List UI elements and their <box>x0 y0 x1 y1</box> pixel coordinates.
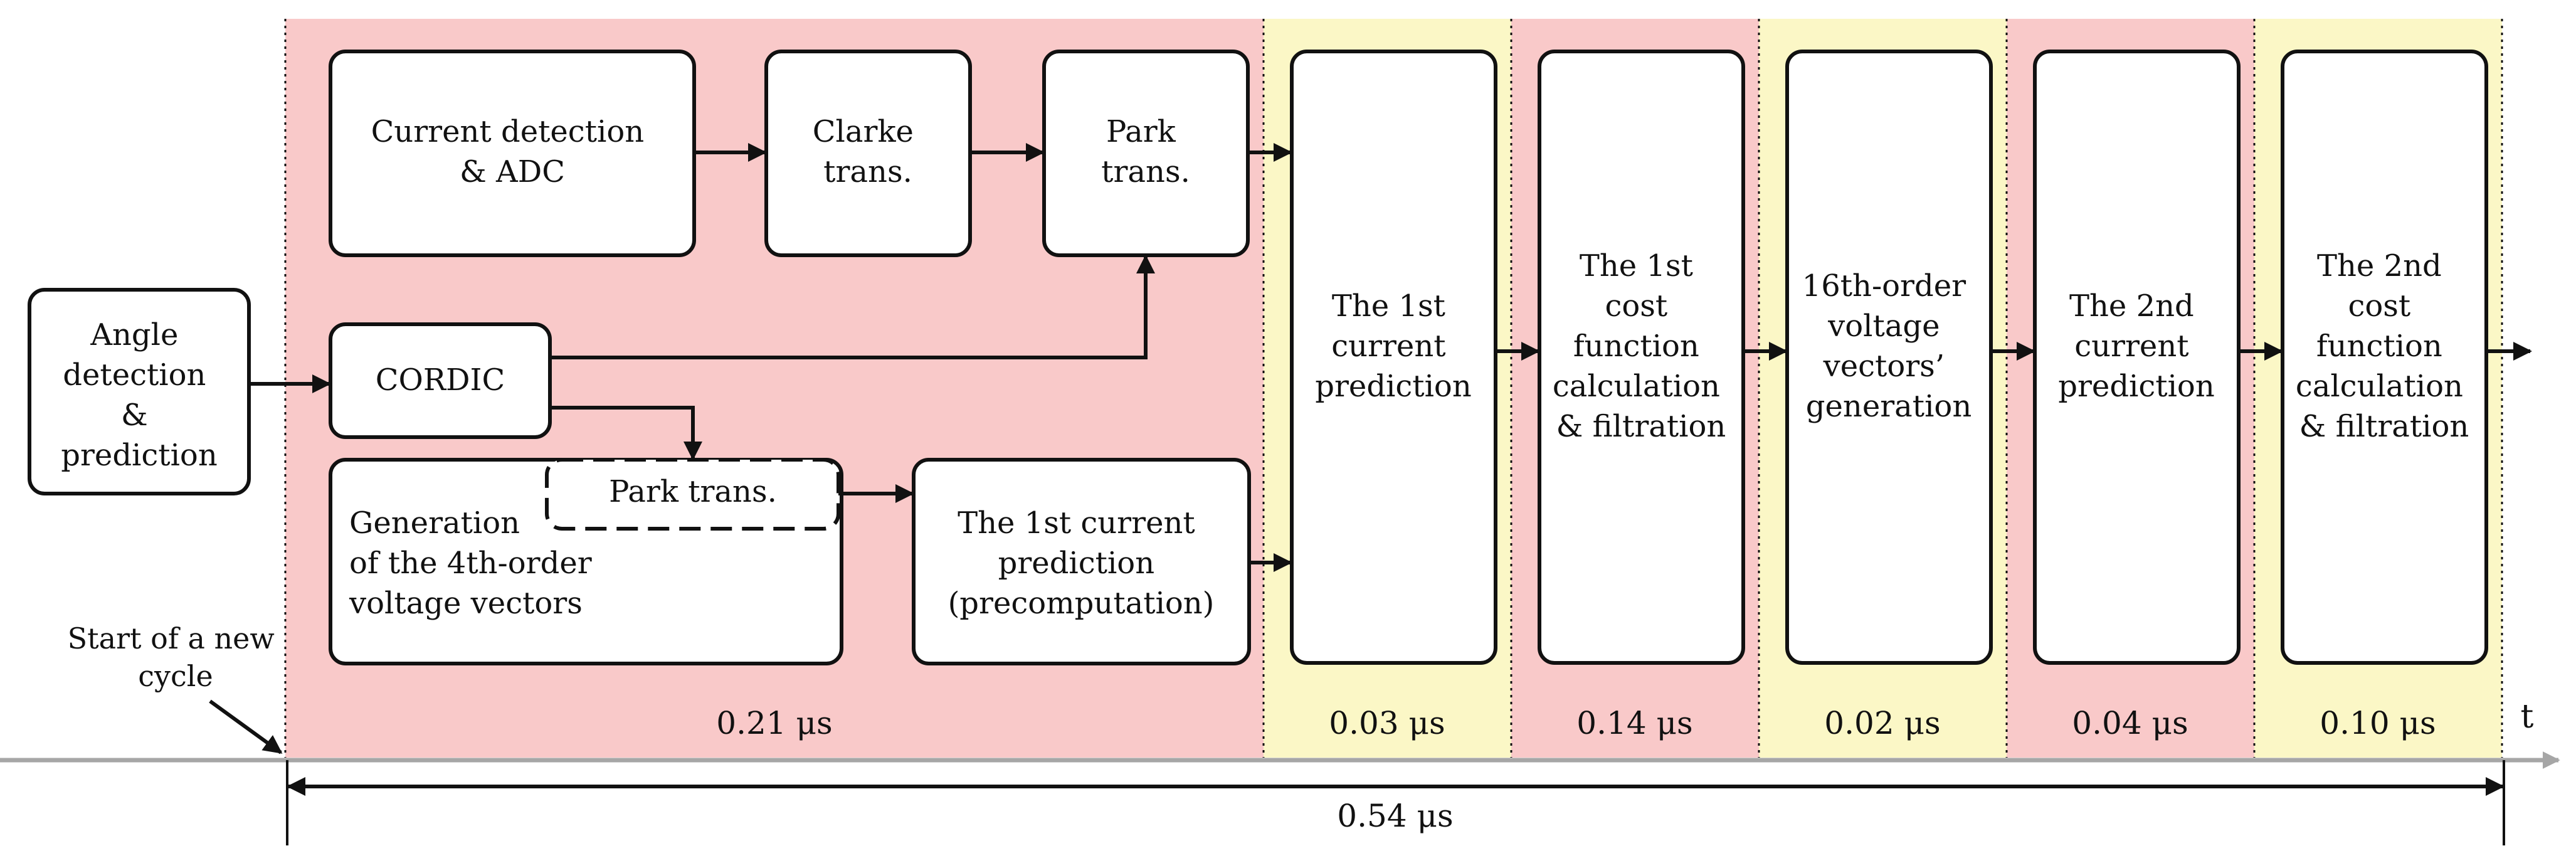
phase-separators <box>284 19 2503 758</box>
angle-detection-label: Angle detection & prediction <box>61 317 218 473</box>
duration-label-4: 0.02 μs <box>1824 705 1940 741</box>
current-detection-label: Current detection & ADC <box>371 114 654 189</box>
second-cost-function-label: The 2nd cost function calculation & filt… <box>2296 248 2473 444</box>
duration-label-2: 0.03 μs <box>1329 705 1445 741</box>
first-current-prediction-label: The 1st current prediction <box>1315 288 1472 404</box>
clarke-transform-block <box>764 50 972 257</box>
clarke-transform-label: Clarke trans. <box>813 114 923 189</box>
cordic-label: CORDIC <box>376 363 505 398</box>
park-transform-block <box>1042 50 1250 257</box>
sixteenth-order-vectors-label: 16th-order voltage vectors’ generation <box>1802 268 1976 424</box>
angle-detection-block <box>28 288 251 495</box>
voltage-vector-generation-label: Generation of the 4th-order voltage vect… <box>349 505 601 621</box>
second-current-prediction-label: The 2nd current prediction <box>2058 288 2215 404</box>
first-current-prediction-block <box>1290 50 1497 665</box>
cycle-start-pointer <box>209 699 283 754</box>
first-cost-function-label: The 1st cost function calculation & filt… <box>1553 248 1729 444</box>
arrow-cordic-to-dashed-park <box>550 406 702 460</box>
park-transform-label: Park trans. <box>1101 114 1190 189</box>
total-duration-label: 0.54 μs <box>1337 798 1453 834</box>
precomputation-label: The 1st current prediction (precomputati… <box>948 505 1215 621</box>
duration-label-3: 0.14 μs <box>1576 705 1692 741</box>
duration-label-1: 0.21 μs <box>716 705 832 741</box>
park-transform-dashed-label: Park trans. <box>609 474 777 509</box>
arrow-cordic-to-park <box>550 255 1155 359</box>
time-axis-label: t <box>2521 698 2534 736</box>
duration-label-5: 0.04 μs <box>2072 705 2188 741</box>
duration-label-6: 0.10 μs <box>2320 705 2436 741</box>
start-of-cycle-label: Start of a new cycle <box>68 622 284 693</box>
current-detection-block <box>329 50 696 257</box>
